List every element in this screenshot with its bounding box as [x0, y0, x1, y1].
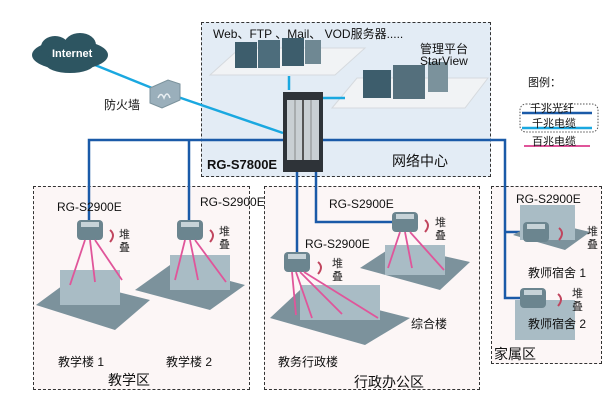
- servers-label: Web、FTP 、Mail、 VOD服务器.....: [213, 27, 404, 41]
- stack-arrow-icon: [109, 219, 563, 307]
- zone-label-teaching: 教学区: [108, 372, 150, 388]
- access-switch-icon: [77, 220, 103, 240]
- stack-label: 堆叠: [572, 288, 583, 313]
- firewall-label: 防火墙: [104, 98, 141, 112]
- server-icon: [235, 38, 321, 68]
- legend-item-fiber: 千兆光纤: [530, 103, 574, 115]
- legend-item-gigabit-cable: 千兆电缆: [532, 118, 576, 130]
- switch-label-teach2: RG-S2900E: [200, 195, 265, 209]
- access-switch-icon: [284, 252, 310, 272]
- firewall-icon: [149, 79, 181, 109]
- building-block: [170, 255, 230, 290]
- switch-label-admin1: RG-S2900E: [305, 237, 370, 251]
- legend-box: [519, 103, 599, 133]
- building-block: [300, 285, 380, 320]
- fiber-admin2: [314, 165, 394, 224]
- zone-label-family: 家属区: [494, 346, 536, 362]
- zone-label-admin: 行政办公区: [354, 374, 424, 390]
- legend-title: 图例：: [528, 77, 561, 89]
- building-label-admin2: 综合楼: [411, 317, 448, 331]
- building-label-dorm1: 教师宿舍 1: [528, 266, 587, 280]
- switch-label-teach1: RG-S2900E: [57, 200, 122, 214]
- building-label-dorm2: 教师宿舍 2: [528, 317, 587, 331]
- access-switch-icon: [392, 212, 418, 232]
- firewall-core-link: [177, 95, 284, 135]
- stack-label: 堆叠: [587, 226, 598, 251]
- access-switch-icon: [177, 220, 203, 240]
- network-center-label: 网络中心: [392, 153, 448, 169]
- legend-item-fast-cable: 百兆电缆: [532, 136, 576, 148]
- switch-label-admin2: RG-S2900E: [329, 197, 394, 211]
- mgmt-platform-label: 管理平台: [420, 42, 469, 56]
- building-block: [60, 270, 120, 305]
- management-server-icon: [363, 62, 448, 99]
- internet-firewall-link: [94, 63, 153, 90]
- mgmt-platform-name: StarView: [420, 54, 468, 68]
- fiber-west: [87, 138, 283, 222]
- core-switch-label: RG-S7800E: [207, 157, 278, 172]
- stack-label: 堆叠: [332, 258, 343, 283]
- switch-label-dorm: RG-S2900E: [516, 192, 581, 206]
- building-label-teach2: 教学楼 2: [166, 355, 213, 369]
- stack-label: 堆叠: [219, 226, 230, 251]
- internet-label: Internet: [52, 48, 93, 60]
- fiber-east: [322, 138, 520, 300]
- stack-label: 堆叠: [435, 217, 446, 242]
- access-switch-icon: [523, 222, 549, 242]
- building-label-teach1: 教学楼 1: [58, 355, 105, 369]
- stack-label: 堆叠: [119, 229, 130, 254]
- fast-ethernet-cables: [69, 231, 445, 319]
- core-switch-icon: [283, 92, 323, 172]
- internet-cloud-icon: [32, 33, 108, 73]
- access-switch-icon: [520, 288, 546, 308]
- building-label-admin1: 教务行政楼: [278, 355, 339, 369]
